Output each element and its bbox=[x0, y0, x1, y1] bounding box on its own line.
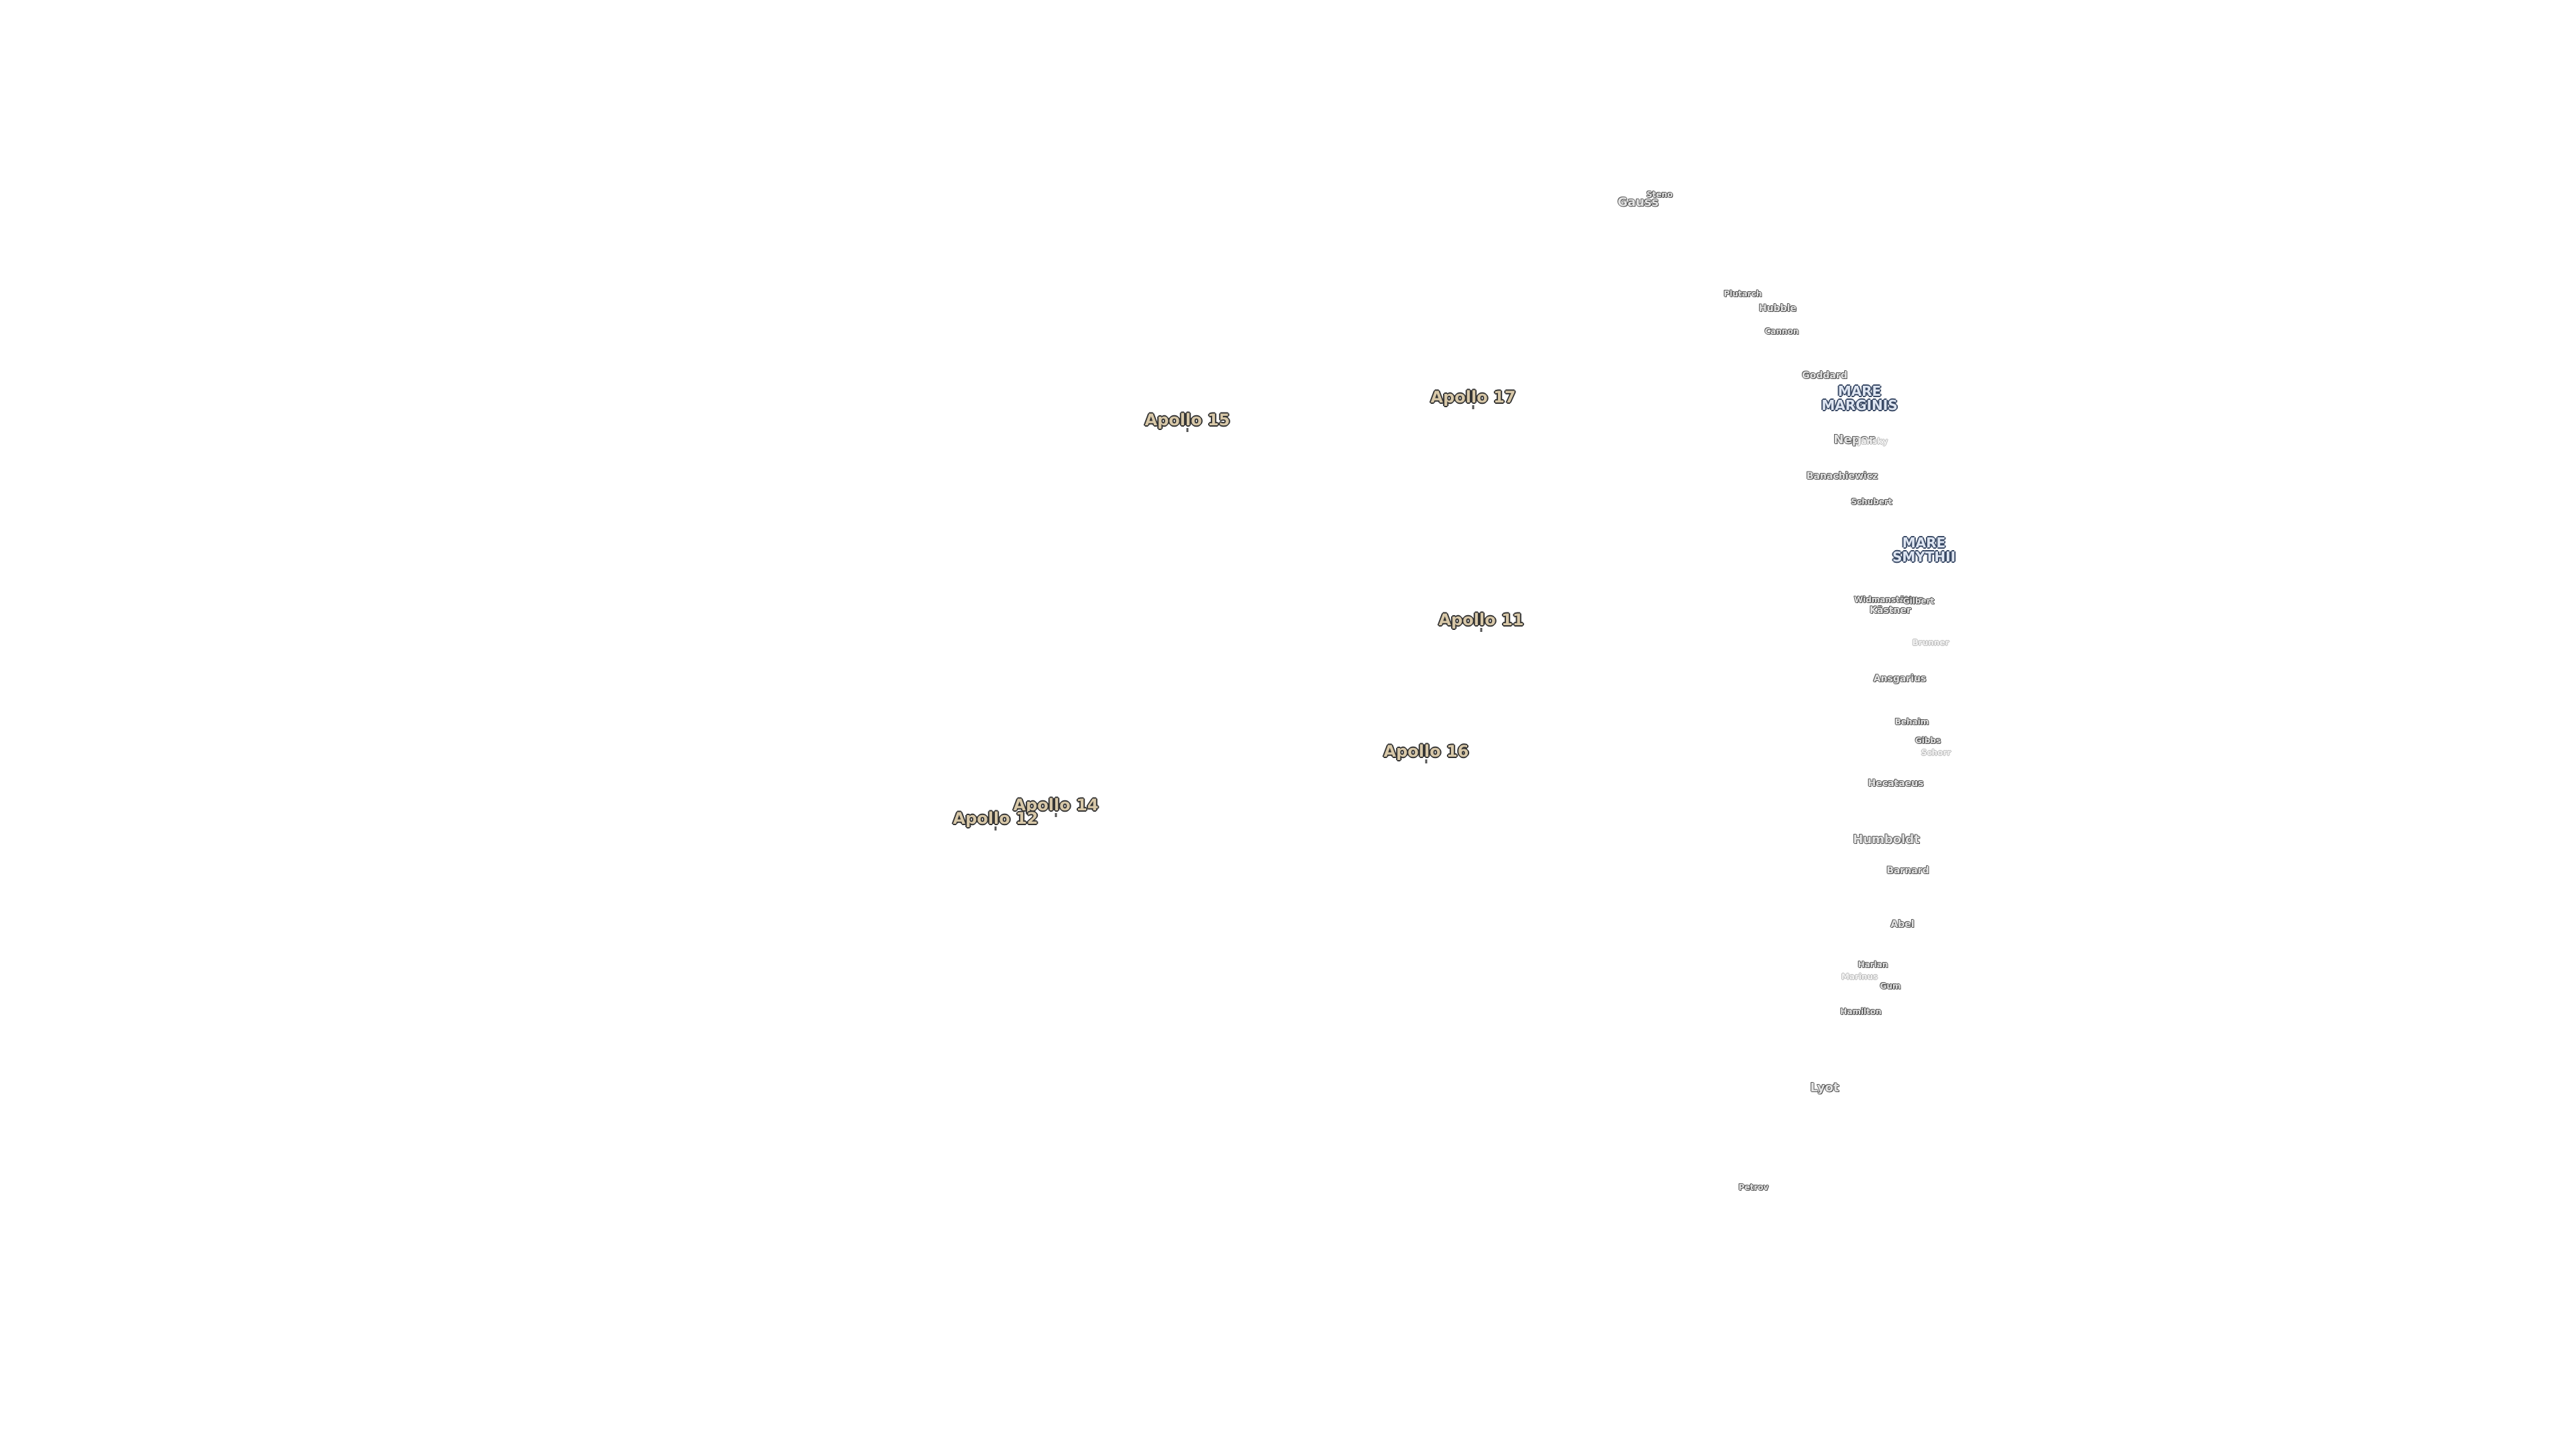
crater-gibbs-label[interactable]: Gibbs bbox=[1915, 736, 1941, 745]
crater-jansky-label[interactable]: Jansky bbox=[1858, 437, 1888, 446]
mare-marginis-label[interactable]: MARE MARGINIS bbox=[1821, 384, 1897, 413]
crater-steno-label[interactable]: Steno bbox=[1646, 190, 1673, 199]
apollo-15-label[interactable]: Apollo 15 bbox=[1144, 411, 1230, 432]
crater-goddard-label[interactable]: Goddard bbox=[1802, 370, 1847, 381]
crater-gauss-label[interactable]: Gauss bbox=[1617, 195, 1659, 209]
crater-plutarch-label[interactable]: Plutarch bbox=[1723, 289, 1762, 299]
crater-behaim-label[interactable]: Behaim bbox=[1894, 717, 1929, 727]
crater-petrov-label[interactable]: Petrov bbox=[1738, 1183, 1769, 1192]
crater-brunner-label[interactable]: Brunner bbox=[1912, 638, 1949, 647]
crater-hecataeus-label[interactable]: Hecataeus bbox=[1868, 778, 1924, 789]
crater-harlan-label[interactable]: Harlan bbox=[1858, 960, 1888, 969]
apollo-12-label[interactable]: Apollo 12 bbox=[953, 809, 1038, 830]
crater-schubert-label[interactable]: Schubert bbox=[1851, 497, 1892, 506]
crater-lyot-label[interactable]: Lyot bbox=[1810, 1081, 1839, 1095]
apollo-14-label[interactable]: Apollo 14 bbox=[1013, 796, 1099, 817]
crater-schorr-label[interactable]: Schorr bbox=[1921, 748, 1951, 757]
mare-smythii-label[interactable]: MARE SMYTHII bbox=[1892, 536, 1955, 564]
apollo-17-label[interactable]: Apollo 17 bbox=[1430, 388, 1516, 409]
crater-kastner-label[interactable]: Kästner bbox=[1870, 605, 1911, 616]
crater-hamilton-label[interactable]: Hamilton bbox=[1840, 1007, 1882, 1016]
mare-smythii-line1: MARE bbox=[1902, 535, 1946, 551]
apollo-11-label[interactable]: Apollo 11 bbox=[1438, 610, 1524, 632]
crater-gum-label[interactable]: Gum bbox=[1880, 981, 1901, 991]
mare-smythii-line2: SMYTHII bbox=[1892, 549, 1956, 565]
crater-cannon-label[interactable]: Cannon bbox=[1764, 327, 1799, 336]
apollo-16-label[interactable]: Apollo 16 bbox=[1383, 742, 1469, 763]
crater-widmannstatten-label[interactable]: Widmanstätten bbox=[1854, 595, 1925, 604]
mare-marginis-line2: MARGINIS bbox=[1821, 397, 1898, 413]
crater-hubble-label[interactable]: Hubble bbox=[1758, 303, 1797, 314]
crater-barnard-label[interactable]: Barnard bbox=[1886, 865, 1929, 876]
mare-marginis-line1: MARE bbox=[1837, 383, 1882, 399]
crater-neper-label[interactable]: Neper bbox=[1833, 433, 1875, 447]
crater-banachiewicz-label[interactable]: Banachiewicz bbox=[1806, 471, 1878, 482]
crater-abel-label[interactable]: Abel bbox=[1890, 919, 1915, 930]
crater-humboldt-label[interactable]: Humboldt bbox=[1853, 833, 1920, 847]
crater-gilbert-label[interactable]: Gilbert bbox=[1902, 596, 1935, 606]
crater-marinus-label[interactable]: Marinus bbox=[1841, 972, 1878, 981]
crater-ansgarius-label[interactable]: Ansgarius bbox=[1873, 674, 1927, 684]
